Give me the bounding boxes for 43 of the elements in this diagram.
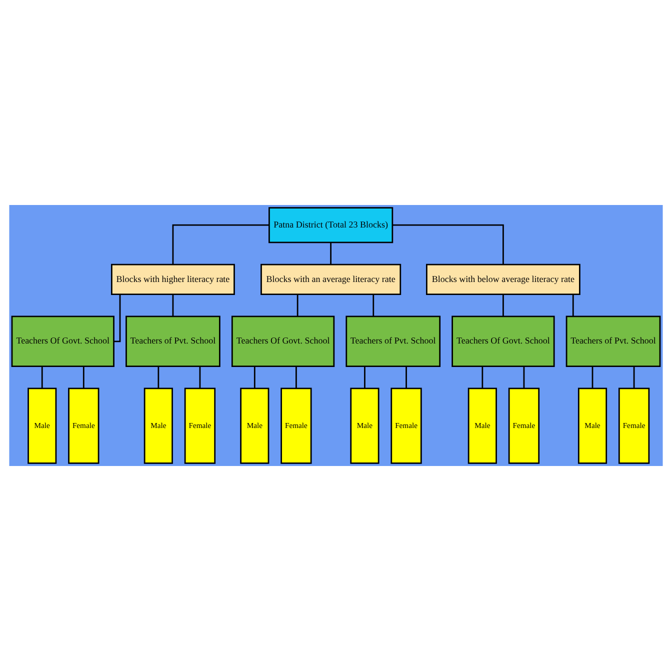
- node-box: Male: [144, 388, 173, 464]
- connector: [364, 366, 366, 388]
- node-box: Teachers of Pvt. School: [126, 316, 220, 367]
- connector: [523, 366, 525, 388]
- node-box: Male: [468, 388, 497, 464]
- connector: [296, 366, 297, 388]
- connector: [572, 294, 574, 316]
- connector: [82, 366, 84, 388]
- node-box: Male: [240, 388, 270, 464]
- connector: [372, 294, 374, 316]
- node-box: Blocks with higher literacy rate: [111, 264, 235, 295]
- node-box: Female: [618, 388, 650, 464]
- connector: [406, 366, 407, 388]
- connector: [158, 366, 160, 388]
- node-box: Male: [28, 388, 57, 464]
- connector: [172, 224, 270, 264]
- connector: [296, 294, 298, 316]
- connector: [114, 294, 121, 342]
- node-box: Patna District (Total 23 Blocks): [268, 207, 394, 244]
- connector: [633, 366, 635, 388]
- connector: [172, 294, 174, 316]
- node-box: Female: [508, 388, 540, 464]
- node-box: Female: [184, 388, 216, 464]
- connector: [592, 366, 594, 388]
- connector: [41, 366, 43, 388]
- node-box: Teachers of Pvt. School: [566, 316, 661, 367]
- connector: [254, 366, 256, 388]
- node-box: Male: [350, 388, 380, 464]
- connector: [392, 224, 504, 264]
- node-box: Female: [68, 388, 100, 464]
- connector: [482, 366, 484, 388]
- node-box: Female: [280, 388, 312, 464]
- connector: [330, 242, 332, 265]
- node-box: Blocks with below average literacy rate: [426, 264, 580, 295]
- connector: [199, 366, 201, 388]
- node-box: Female: [390, 388, 422, 464]
- node-box: Teachers Of Govt. School: [452, 316, 555, 367]
- node-box: Teachers Of Govt. School: [11, 316, 114, 367]
- node-box: Teachers Of Govt. School: [231, 316, 335, 367]
- connector: [502, 294, 504, 316]
- node-box: Blocks with an average literacy rate: [260, 264, 402, 295]
- node-box: Male: [578, 388, 608, 464]
- node-box: Teachers of Pvt. School: [346, 316, 441, 367]
